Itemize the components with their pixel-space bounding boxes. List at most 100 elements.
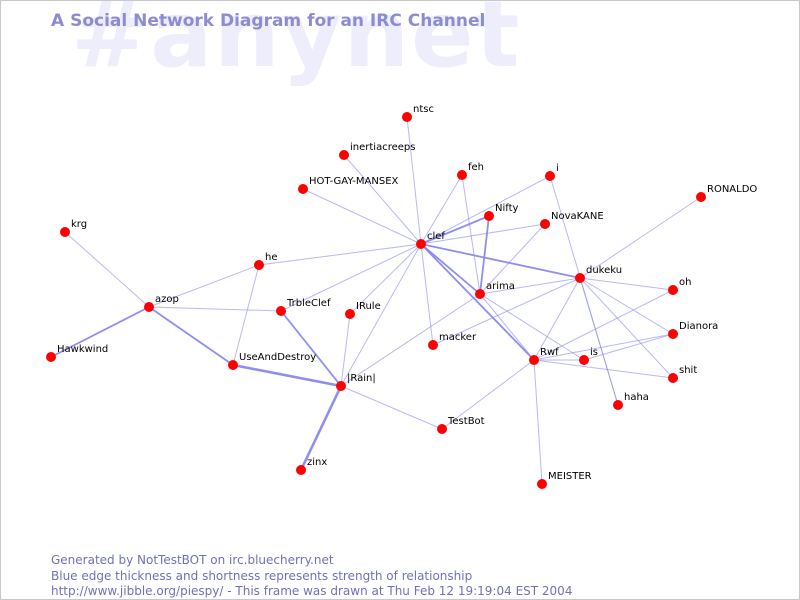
node-dot (276, 306, 286, 316)
edge-Rwf-shit (533, 359, 674, 379)
edge-Rwf-Dianora (533, 333, 674, 361)
diagram-title: A Social Network Diagram for an IRC Chan… (51, 11, 486, 31)
node-label: inertiacreeps (350, 142, 415, 153)
edge-arima-Rain (340, 293, 481, 387)
node-label: zinx (307, 457, 327, 468)
edge-dukeku-RONALDO (579, 196, 702, 279)
edge-Rwf-MEISTER (533, 359, 543, 485)
node-dot (668, 329, 678, 339)
edge-Rain-TestBot (340, 385, 443, 430)
node-label: IRule (356, 301, 381, 312)
node-label: dukeku (586, 265, 622, 276)
edge-TrbleClef-Rain (280, 310, 342, 387)
node-azop: azop (144, 294, 179, 312)
node-label: shit (679, 365, 697, 376)
node-inertiacreeps: inertiacreeps (339, 142, 415, 160)
edge-clef-IRule (349, 243, 422, 315)
edge-dukeku-macker (432, 277, 581, 346)
node-dot (144, 302, 154, 312)
node-UseAndDestroy: UseAndDestroy (228, 352, 316, 370)
edge-dukeku-oh (579, 277, 674, 291)
edge-dukeku-Rwf (533, 277, 581, 361)
node-dot (579, 355, 589, 365)
node-label: i (556, 163, 559, 174)
node-dot (336, 381, 346, 391)
node-macker: macker (428, 332, 477, 350)
edge-TestBot-Rwf (441, 359, 535, 430)
node-oh: oh (668, 277, 691, 295)
edge-is-Dianora (583, 333, 674, 361)
node-IRule: IRule (345, 301, 381, 319)
edge-clef-inertiacreeps (343, 154, 422, 245)
node-haha: haha (613, 392, 649, 410)
edge-Rain-zinx (299, 385, 343, 471)
node-label: krg (71, 219, 87, 230)
edge-arima-Rwf (479, 293, 535, 361)
node-label: HOT-GAY-MANSEX (309, 176, 399, 187)
footer-legend-note: Blue edge thickness and shortness repres… (51, 568, 473, 583)
node-label: feh (468, 162, 484, 173)
node-dot (339, 150, 349, 160)
node-dot (60, 227, 70, 237)
node-dot (296, 465, 306, 475)
node-dot (668, 373, 678, 383)
node-label: TestBot (447, 416, 485, 427)
node-he: he (254, 252, 278, 270)
node-Dianora: Dianora (668, 321, 718, 339)
node-dot (668, 285, 678, 295)
node-dot (613, 400, 623, 410)
footer-timestamp: http://www.jibble.org/piespy/ - This fra… (51, 584, 573, 598)
node-dot (428, 340, 438, 350)
channel-watermark: #anynet (71, 0, 522, 88)
node-i: i (545, 163, 559, 181)
node-feh: feh (457, 162, 484, 180)
node-krg: krg (60, 219, 87, 237)
edge-clef-dukeku (420, 243, 581, 279)
node-label: he (265, 252, 278, 263)
node-clef: clef (416, 231, 445, 249)
edge-clef-TrbleClef (280, 243, 422, 312)
edge-clef-NovaKANE (420, 223, 546, 245)
edge-dukeku-Dianora (579, 277, 674, 335)
edge-clef-HOT-GAY-MANSEX (302, 188, 422, 245)
node-MEISTER: MEISTER (537, 471, 592, 489)
node-NovaKANE: NovaKANE (540, 211, 604, 229)
edge-azop-he (148, 264, 260, 308)
node-label: Hawkwind (57, 344, 108, 355)
node-label: MEISTER (548, 471, 592, 482)
node-dot (457, 170, 467, 180)
node-label: azop (155, 294, 179, 305)
edge-clef-feh (420, 174, 463, 245)
node-arima: arima (475, 281, 515, 299)
node-label: NovaKANE (551, 211, 604, 222)
edge-azop-TrbleClef (148, 306, 282, 312)
node-label: macker (439, 332, 477, 343)
node-dot (437, 424, 447, 434)
node-dot (345, 309, 355, 319)
node-RONALDO: RONALDO (696, 184, 757, 202)
node-ntsc: ntsc (402, 104, 434, 122)
edge-Nifty-arima (479, 215, 490, 295)
edge-dukeku-haha (579, 277, 619, 406)
node-label: arima (486, 281, 515, 292)
edge-azop-UseAndDestroy (148, 306, 234, 366)
node-TestBot: TestBot (437, 416, 485, 434)
edge-layer (50, 116, 702, 485)
node-dot (254, 260, 264, 270)
edge-clef-macker (420, 243, 434, 346)
edge-clef-i (420, 175, 551, 245)
node-label: oh (679, 277, 691, 288)
node-dot (537, 479, 547, 489)
node-dot (529, 355, 539, 365)
node-Hawkwind: Hawkwind (46, 344, 108, 362)
edge-clef-Rain (340, 243, 422, 387)
edge-IRule-Rain (340, 313, 351, 387)
node-label: UseAndDestroy (239, 352, 316, 363)
edge-arima-dukeku (479, 277, 581, 295)
node-label: ntsc (413, 104, 434, 115)
node-dukeku: dukeku (575, 265, 622, 283)
node-dot (416, 239, 426, 249)
